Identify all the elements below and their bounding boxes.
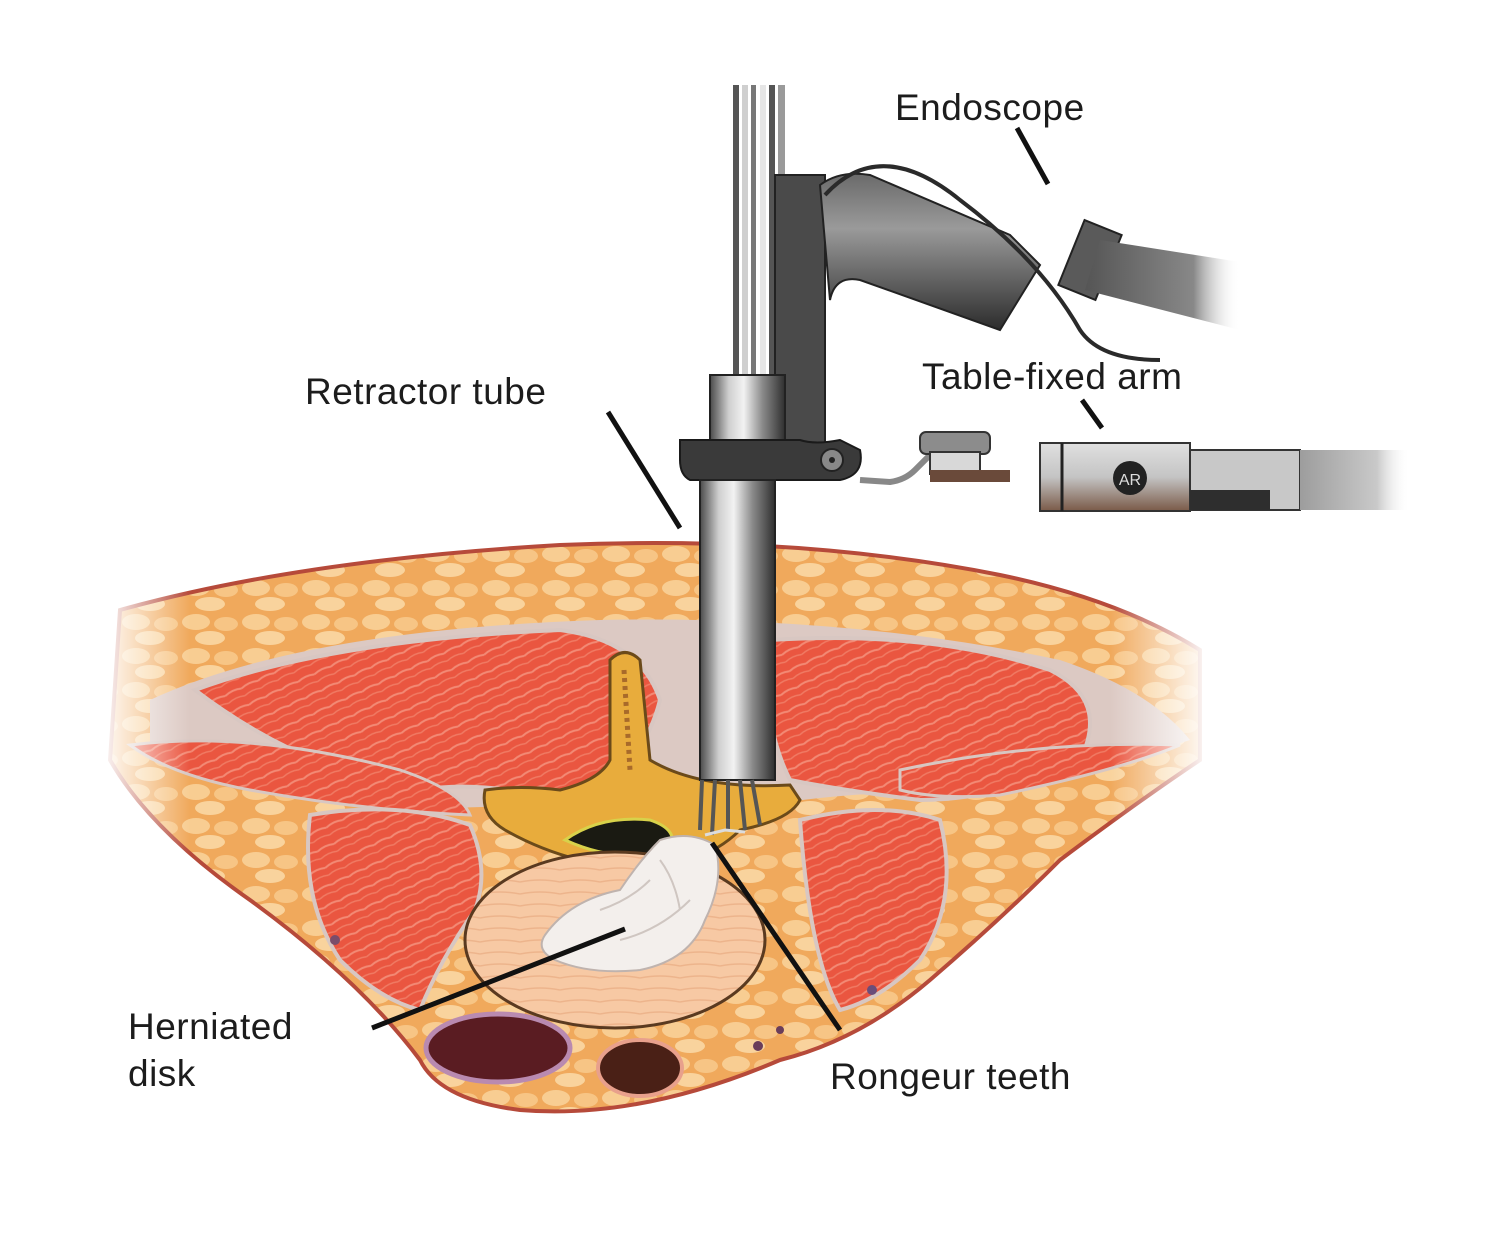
leader-lines — [371, 126, 1105, 1032]
label-table-fixed-arm: Table-fixed arm — [922, 356, 1183, 397]
body-cross-section — [100, 541, 1210, 1114]
retractor-tube — [679, 374, 862, 837]
table-fixed-arm: AR — [859, 431, 1410, 512]
table-arm-leader — [1079, 398, 1105, 430]
retractor-leader — [605, 410, 683, 530]
muscle-lower-right — [797, 808, 949, 1013]
herniated-leader — [371, 926, 626, 1031]
endoscope-leader — [1014, 126, 1051, 186]
vessel-left — [423, 1011, 573, 1085]
rongeur-leader — [709, 841, 843, 1032]
spinous-process-detail — [621, 669, 633, 771]
svg-text:AR: AR — [1119, 472, 1141, 489]
muscle-lower-left — [306, 807, 484, 1013]
muscle-left-lateral — [126, 739, 473, 817]
endoscope — [774, 164, 1240, 466]
instruments: AR — [679, 85, 1410, 837]
herniated-nucleus — [540, 835, 720, 973]
label-herniated-disk-line2: disk — [128, 1053, 196, 1094]
vessel-right — [596, 1038, 684, 1098]
label-rongeur-teeth: Rongeur teeth — [830, 1056, 1072, 1097]
label-herniated-disk-line1: Herniated — [128, 1006, 293, 1047]
label-retractor-tube: Retractor tube — [305, 371, 547, 412]
label-endoscope: Endoscope — [895, 87, 1085, 128]
